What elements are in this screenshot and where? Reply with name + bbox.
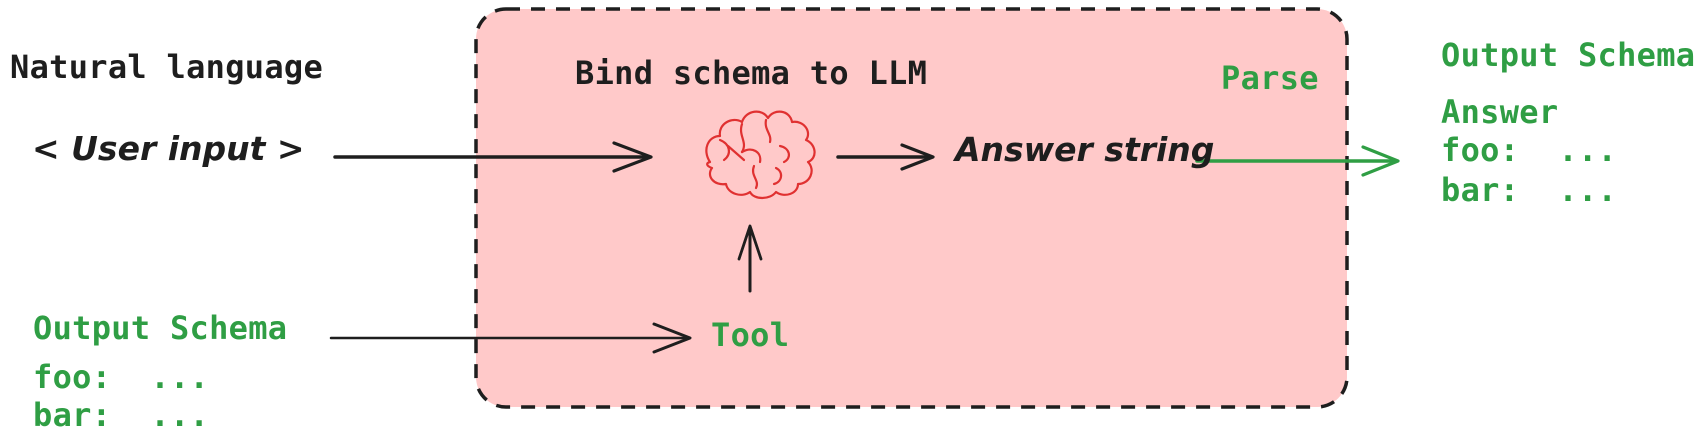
arrow-schema-to-tool <box>329 322 692 354</box>
parse-label: Parse <box>1221 59 1319 97</box>
arrow-llm-to-answer <box>836 143 935 171</box>
arrow-answer-to-output <box>1195 145 1400 177</box>
answer-string-label: Answer string <box>955 130 1215 169</box>
right-output-schema-foo: foo: ... <box>1441 131 1618 169</box>
schema-binding-box <box>474 7 1349 409</box>
user-input-label: < User input > <box>32 129 305 168</box>
left-output-schema-title: Output Schema <box>33 309 288 347</box>
natural-language-title: Natural language <box>10 48 324 86</box>
brain-icon <box>705 110 816 200</box>
arrow-tool-to-llm <box>737 224 763 293</box>
bind-schema-title: Bind schema to LLM <box>575 54 928 92</box>
right-output-schema-bar: bar: ... <box>1441 171 1618 209</box>
tool-label: Tool <box>711 316 790 354</box>
right-output-schema-title: Output Schema <box>1441 36 1696 74</box>
right-answer-label: Answer <box>1441 93 1559 131</box>
arrow-user-input-to-llm <box>333 141 653 173</box>
left-output-schema-bar: bar: ... <box>33 396 210 434</box>
left-output-schema-foo: foo: ... <box>33 358 210 396</box>
